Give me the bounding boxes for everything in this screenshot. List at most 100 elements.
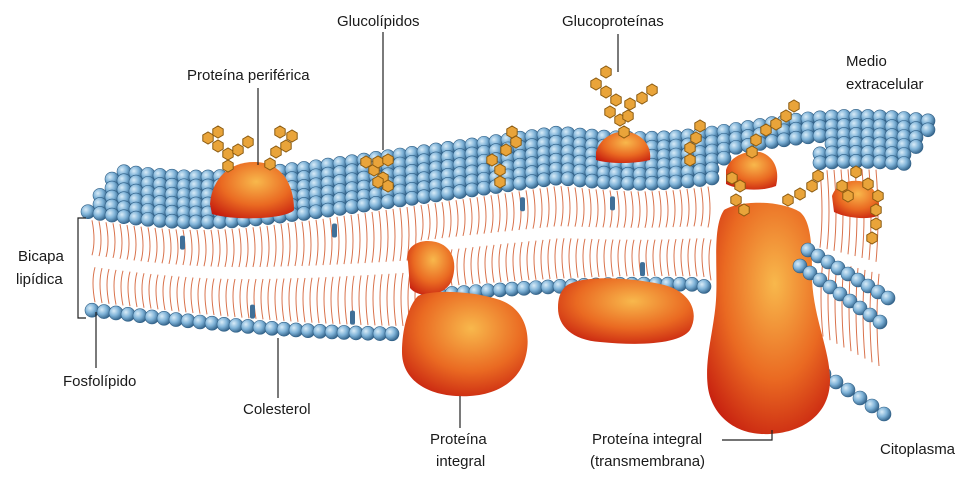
phospholipid-head xyxy=(81,205,95,219)
lipid-tail xyxy=(575,188,578,278)
lipid-tail xyxy=(526,190,529,280)
phospholipid-head xyxy=(909,140,923,154)
lipid-tail xyxy=(162,229,165,311)
cholesterol xyxy=(332,224,337,238)
sugar-unit xyxy=(647,84,657,96)
lipid-tail xyxy=(624,191,627,276)
lipid-tail xyxy=(463,199,466,284)
lipid-tail xyxy=(379,211,382,326)
phospholipid-head xyxy=(765,135,779,149)
sugar-unit xyxy=(383,154,393,166)
label-transmembrana-2: (transmembrana) xyxy=(590,452,705,471)
sugar-unit xyxy=(863,178,873,190)
sugar-unit xyxy=(747,146,757,158)
sugar-unit xyxy=(507,126,517,138)
label-proteina-integral-1: Proteína xyxy=(430,430,487,449)
lipid-tail xyxy=(582,188,585,277)
sugar-unit xyxy=(761,124,771,136)
lipid-tail xyxy=(603,190,606,277)
sugar-unit xyxy=(837,180,847,192)
lipid-tail xyxy=(134,226,137,307)
lipid-tail xyxy=(99,221,102,303)
lipid-tail xyxy=(344,216,347,325)
sugar-unit xyxy=(625,98,635,110)
lipid-tail xyxy=(120,224,123,305)
sugar-unit xyxy=(637,92,647,104)
lipid-tail xyxy=(176,229,179,311)
lipid-tail xyxy=(456,200,459,285)
sugar-unit xyxy=(383,180,393,192)
lipid-tail xyxy=(197,230,200,314)
sugar-unit xyxy=(795,188,805,200)
sugar-unit xyxy=(619,126,629,138)
lipid-tail xyxy=(687,189,690,276)
lipid-tail xyxy=(533,189,536,279)
sugar-unit xyxy=(731,194,741,206)
sugar-unit xyxy=(213,126,223,138)
lipid-tail xyxy=(680,190,683,276)
lipid-tail xyxy=(358,214,361,325)
phospholipid-head xyxy=(865,399,879,413)
sugar-unit xyxy=(685,142,695,154)
lipid-tail xyxy=(400,208,403,326)
phospholipid-head xyxy=(685,277,699,291)
lipid-tail xyxy=(239,228,242,317)
cholesterol xyxy=(350,311,355,325)
lipid-tail xyxy=(260,227,263,320)
sugar-unit xyxy=(807,180,817,192)
label-medio-extracelular-1: Medio xyxy=(846,52,887,71)
lipid-tail xyxy=(274,225,277,321)
cholesterol xyxy=(610,196,615,210)
lipid-tail xyxy=(512,192,515,281)
sugar-unit xyxy=(223,148,233,160)
sugar-unit xyxy=(751,134,761,146)
sugar-unit xyxy=(611,94,621,106)
phospholipid-head xyxy=(877,407,891,421)
lipid-tail xyxy=(505,193,508,281)
sugar-unit xyxy=(287,130,297,142)
outer-leaflet-heads xyxy=(81,109,935,229)
lipid-tail xyxy=(596,189,599,276)
sugar-unit xyxy=(487,154,497,166)
sugar-unit xyxy=(591,78,601,90)
label-colesterol: Colesterol xyxy=(243,400,311,419)
lipid-tail xyxy=(211,230,214,315)
lipid-tail xyxy=(351,215,354,325)
sugar-unit xyxy=(495,164,505,176)
lipid-tail xyxy=(148,227,151,308)
bracket-bicapa xyxy=(78,218,86,318)
sugar-unit xyxy=(203,132,213,144)
label-glucoproteinas: Glucoproteínas xyxy=(562,12,664,31)
sugar-unit xyxy=(601,86,611,98)
label-glucolipidos: Glucolípidos xyxy=(337,12,420,31)
sugar-unit xyxy=(213,140,223,152)
sugar-unit xyxy=(781,110,791,122)
lipid-tail xyxy=(470,198,473,284)
label-proteina-integral-2: integral xyxy=(436,452,485,471)
sugar-unit xyxy=(873,190,883,202)
sugar-unit xyxy=(373,156,383,168)
lipid-tail xyxy=(246,228,249,318)
lipid-tail xyxy=(127,225,130,306)
sugar-unit xyxy=(691,132,701,144)
lipid-tail xyxy=(694,188,697,276)
lipid-tail xyxy=(302,222,305,323)
lipid-tail xyxy=(659,191,662,276)
label-citoplasma: Citoplasma xyxy=(880,440,955,459)
lipid-tail xyxy=(323,219,326,324)
lipid-tail xyxy=(666,191,669,276)
sugar-unit xyxy=(605,106,615,118)
phospholipid-head xyxy=(873,315,887,329)
label-fosfolipido: Fosfolípido xyxy=(63,372,136,391)
lipid-tail xyxy=(589,189,592,277)
label-bicapa-1: Bicapa xyxy=(18,247,64,266)
sugar-unit xyxy=(813,170,823,182)
lipid-tail xyxy=(365,213,368,325)
sugar-unit xyxy=(771,118,781,130)
sugar-unit xyxy=(275,126,285,138)
lipid-tail xyxy=(498,194,501,282)
transmembrane-protein xyxy=(707,203,830,434)
phospholipid-head xyxy=(921,123,935,137)
